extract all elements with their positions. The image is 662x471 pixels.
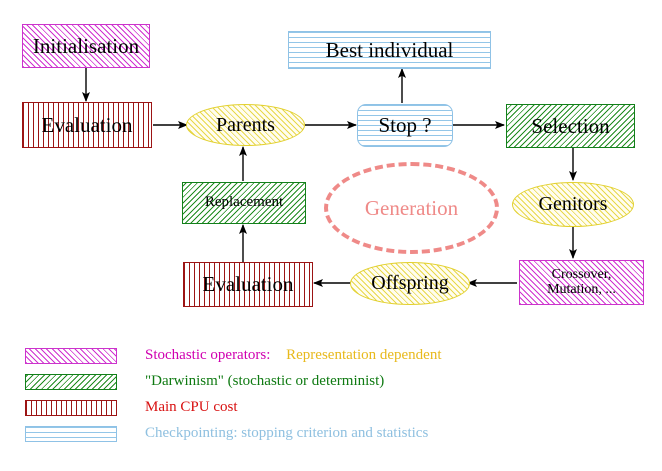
node-offspring[interactable]: Offspring bbox=[350, 262, 470, 305]
legend-row-stochastic-operators: Stochastic operators: Representation dep… bbox=[25, 347, 442, 364]
node-offspring-label: Offspring bbox=[371, 272, 449, 294]
node-parents[interactable]: Parents bbox=[186, 104, 305, 146]
node-evaluation-bottom[interactable]: Evaluation bbox=[183, 262, 313, 307]
node-generation-label: Generation bbox=[364, 195, 459, 220]
legend-label-checkpointing: Checkpointing: stopping criterion and st… bbox=[145, 425, 429, 441]
node-initialisation-label: Initialisation bbox=[32, 33, 140, 58]
node-stop-label: Stop ? bbox=[378, 113, 432, 138]
node-evaluation-bottom-label: Evaluation bbox=[202, 272, 294, 297]
node-generation: Generation bbox=[324, 162, 499, 254]
legend-text-stochastic-operators: Stochastic operators: Representation dep… bbox=[145, 347, 442, 364]
legend-row-checkpointing: Checkpointing: stopping criterion and st… bbox=[25, 425, 428, 442]
node-stop[interactable]: Stop ? bbox=[357, 104, 453, 147]
node-crossover-mutation[interactable]: Crossover, Mutation, ... bbox=[519, 260, 644, 305]
legend-label-representation-dependent: Representation dependent bbox=[286, 347, 442, 363]
node-replacement-label: Replacement bbox=[204, 194, 284, 211]
legend-swatch-red-vertical-hatch bbox=[25, 399, 117, 416]
node-best-individual-label: Best individual bbox=[325, 37, 454, 62]
node-crossover-mutation-label-line1: Crossover, bbox=[551, 266, 612, 282]
node-evaluation-top-label: Evaluation bbox=[41, 112, 133, 137]
node-evaluation-top[interactable]: Evaluation bbox=[22, 102, 152, 148]
legend-label-main-cpu-cost: Main CPU cost bbox=[145, 399, 238, 415]
legend-label-darwinism: "Darwinism" (stochastic or determinist) bbox=[145, 373, 385, 389]
node-parents-label: Parents bbox=[216, 113, 275, 136]
node-selection[interactable]: Selection bbox=[506, 104, 635, 148]
legend-swatch-blue-horizontal-hatch bbox=[25, 425, 117, 442]
node-genitors-label: Genitors bbox=[538, 193, 608, 215]
node-genitors[interactable]: Genitors bbox=[512, 182, 634, 227]
node-selection-label: Selection bbox=[531, 113, 610, 138]
node-crossover-mutation-label-line2: Mutation, ... bbox=[547, 281, 616, 297]
legend-swatch-green-diagonal-hatch bbox=[25, 373, 117, 390]
legend-label-stochastic-operators: Stochastic operators: bbox=[145, 347, 271, 363]
legend-row-darwinism: "Darwinism" (stochastic or determinist) bbox=[25, 373, 384, 390]
node-replacement[interactable]: Replacement bbox=[182, 182, 306, 224]
node-best-individual[interactable]: Best individual bbox=[288, 31, 491, 69]
node-initialisation[interactable]: Initialisation bbox=[22, 24, 150, 68]
legend-swatch-magenta-diagonal-hatch bbox=[25, 347, 117, 364]
legend-row-main-cpu-cost: Main CPU cost bbox=[25, 399, 238, 416]
